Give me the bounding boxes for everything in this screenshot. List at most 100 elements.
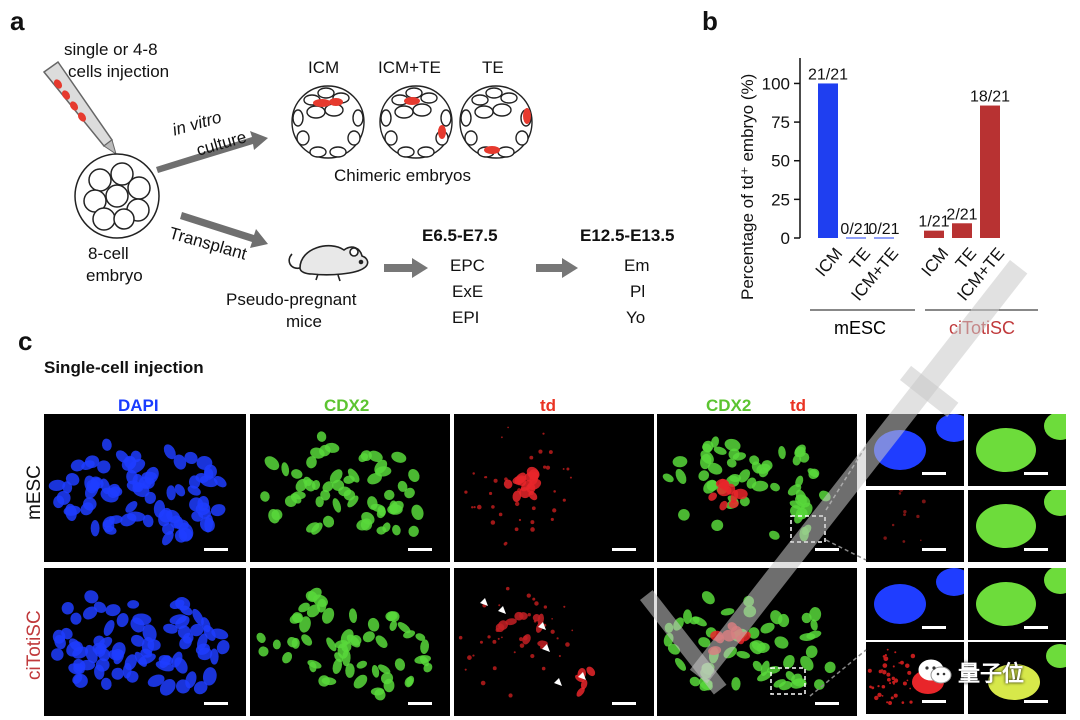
cell-nucleus [89,477,101,491]
fluorescence-speck [548,450,553,455]
zoomed-nucleus [976,504,1036,548]
bar-data-label: 0/21 [868,221,899,238]
fluorescence-speck [890,696,894,700]
cell-nucleus [130,450,142,463]
fluorescence-speck [527,613,531,617]
fluorescence-speck [565,642,570,647]
cell-nucleus [692,616,707,627]
mice-label-line1: Pseudo-pregnant [226,290,357,309]
cell-nucleus [125,501,138,513]
cell-nucleus [420,639,430,654]
fluorescence-speck [871,686,875,690]
cell-nucleus [350,635,362,646]
cell-nucleus [385,611,398,621]
fluorescence-speck [909,700,913,704]
cell-nucleus [678,509,690,521]
cell-nucleus [371,665,380,678]
cell-nucleus [347,495,359,508]
cell-nucleus [162,530,174,546]
cell-nucleus [100,478,111,495]
cell-nucleus [356,660,368,669]
scale-bar [408,548,432,551]
fluorescence-speck [907,670,912,675]
cell-nucleus [376,507,386,519]
y-tick-label: 50 [771,152,790,171]
fluorescence-speck [543,605,548,609]
injection-label-line2: cells injection [68,62,170,81]
cell-nucleus [120,513,137,527]
cell-nucleus [495,623,505,633]
cell-nucleus [672,456,688,468]
zoom-inset-cdx2 [968,568,1066,640]
cell-nucleus [332,498,342,513]
cell-nucleus [256,632,266,643]
bar-data-label: 2/21 [946,206,977,223]
fluorescence-speck [550,517,554,522]
fluorescence-speck [545,465,551,470]
group-label-mesc: mESC [834,318,886,338]
fluorescence-speck [882,663,888,668]
fluorescence-speck [903,509,907,514]
fluorescence-speck [891,523,895,527]
cell-nucleus [368,450,383,463]
y-tick-label: 75 [771,113,790,132]
cell-nucleus [411,504,424,520]
cell-nucleus [701,591,715,605]
scale-bar [1024,626,1048,629]
fluorescence-speck [531,506,536,511]
cell-nucleus [726,458,737,468]
fluorescence-speck [467,655,472,660]
injection-pipette-icon [42,60,117,156]
fluorescence-speck [886,701,889,704]
watermark-logo: 量子位 [918,656,1024,688]
cell-nucleus [799,452,810,463]
cell-nucleus [520,479,533,492]
row-label-mesc: mESC [24,465,45,520]
fluorescence-speck [906,679,909,682]
arrow-transplant [180,212,268,248]
cell-nucleus [751,480,769,492]
zoomed-nucleus [1044,568,1066,594]
cell-nucleus [187,485,201,496]
cell-nucleus [171,651,183,668]
fluorescence-speck [498,604,501,607]
cell-nucleus [84,590,99,604]
cell-nucleus [163,444,176,460]
fluorescence-speck [884,654,887,657]
cell-nucleus [264,456,280,471]
scale-bar [612,702,636,705]
cell-nucleus [757,671,773,682]
cell-nucleus [387,504,403,515]
fluorescence-speck [507,426,509,429]
bar [818,83,838,238]
cell-nucleus [778,445,786,460]
cell-nucleus [138,653,156,665]
chimeric-caption: Chimeric embryos [334,166,471,185]
fluorescence-speck [530,527,535,532]
cell-nucleus [528,491,538,501]
cell-nucleus [127,600,140,609]
cell-nucleus [322,515,335,528]
bar-data-label: 1/21 [918,214,949,231]
cell-nucleus [343,475,355,484]
scale-bar [922,548,946,551]
cell-nucleus [719,500,728,511]
cell-nucleus [174,484,186,497]
cell-nucleus [142,514,154,528]
cell-nucleus [799,633,816,641]
cell-nucleus [173,454,187,470]
cell-nucleus [188,475,201,489]
stage1-item-epi: EPI [452,308,480,327]
fluorescence-speck [891,676,895,681]
arrow-in-vitro [156,131,268,173]
fluorescence-speck [492,666,497,671]
chimera-type-te: TE [482,58,504,77]
cell-nucleus [713,446,727,455]
cell-nucleus [291,637,300,649]
cell-nucleus [537,613,544,626]
cell-nucleus [519,612,528,620]
cell-nucleus [51,648,64,661]
cell-nucleus [791,673,803,685]
fluorescence-speck [898,492,902,495]
